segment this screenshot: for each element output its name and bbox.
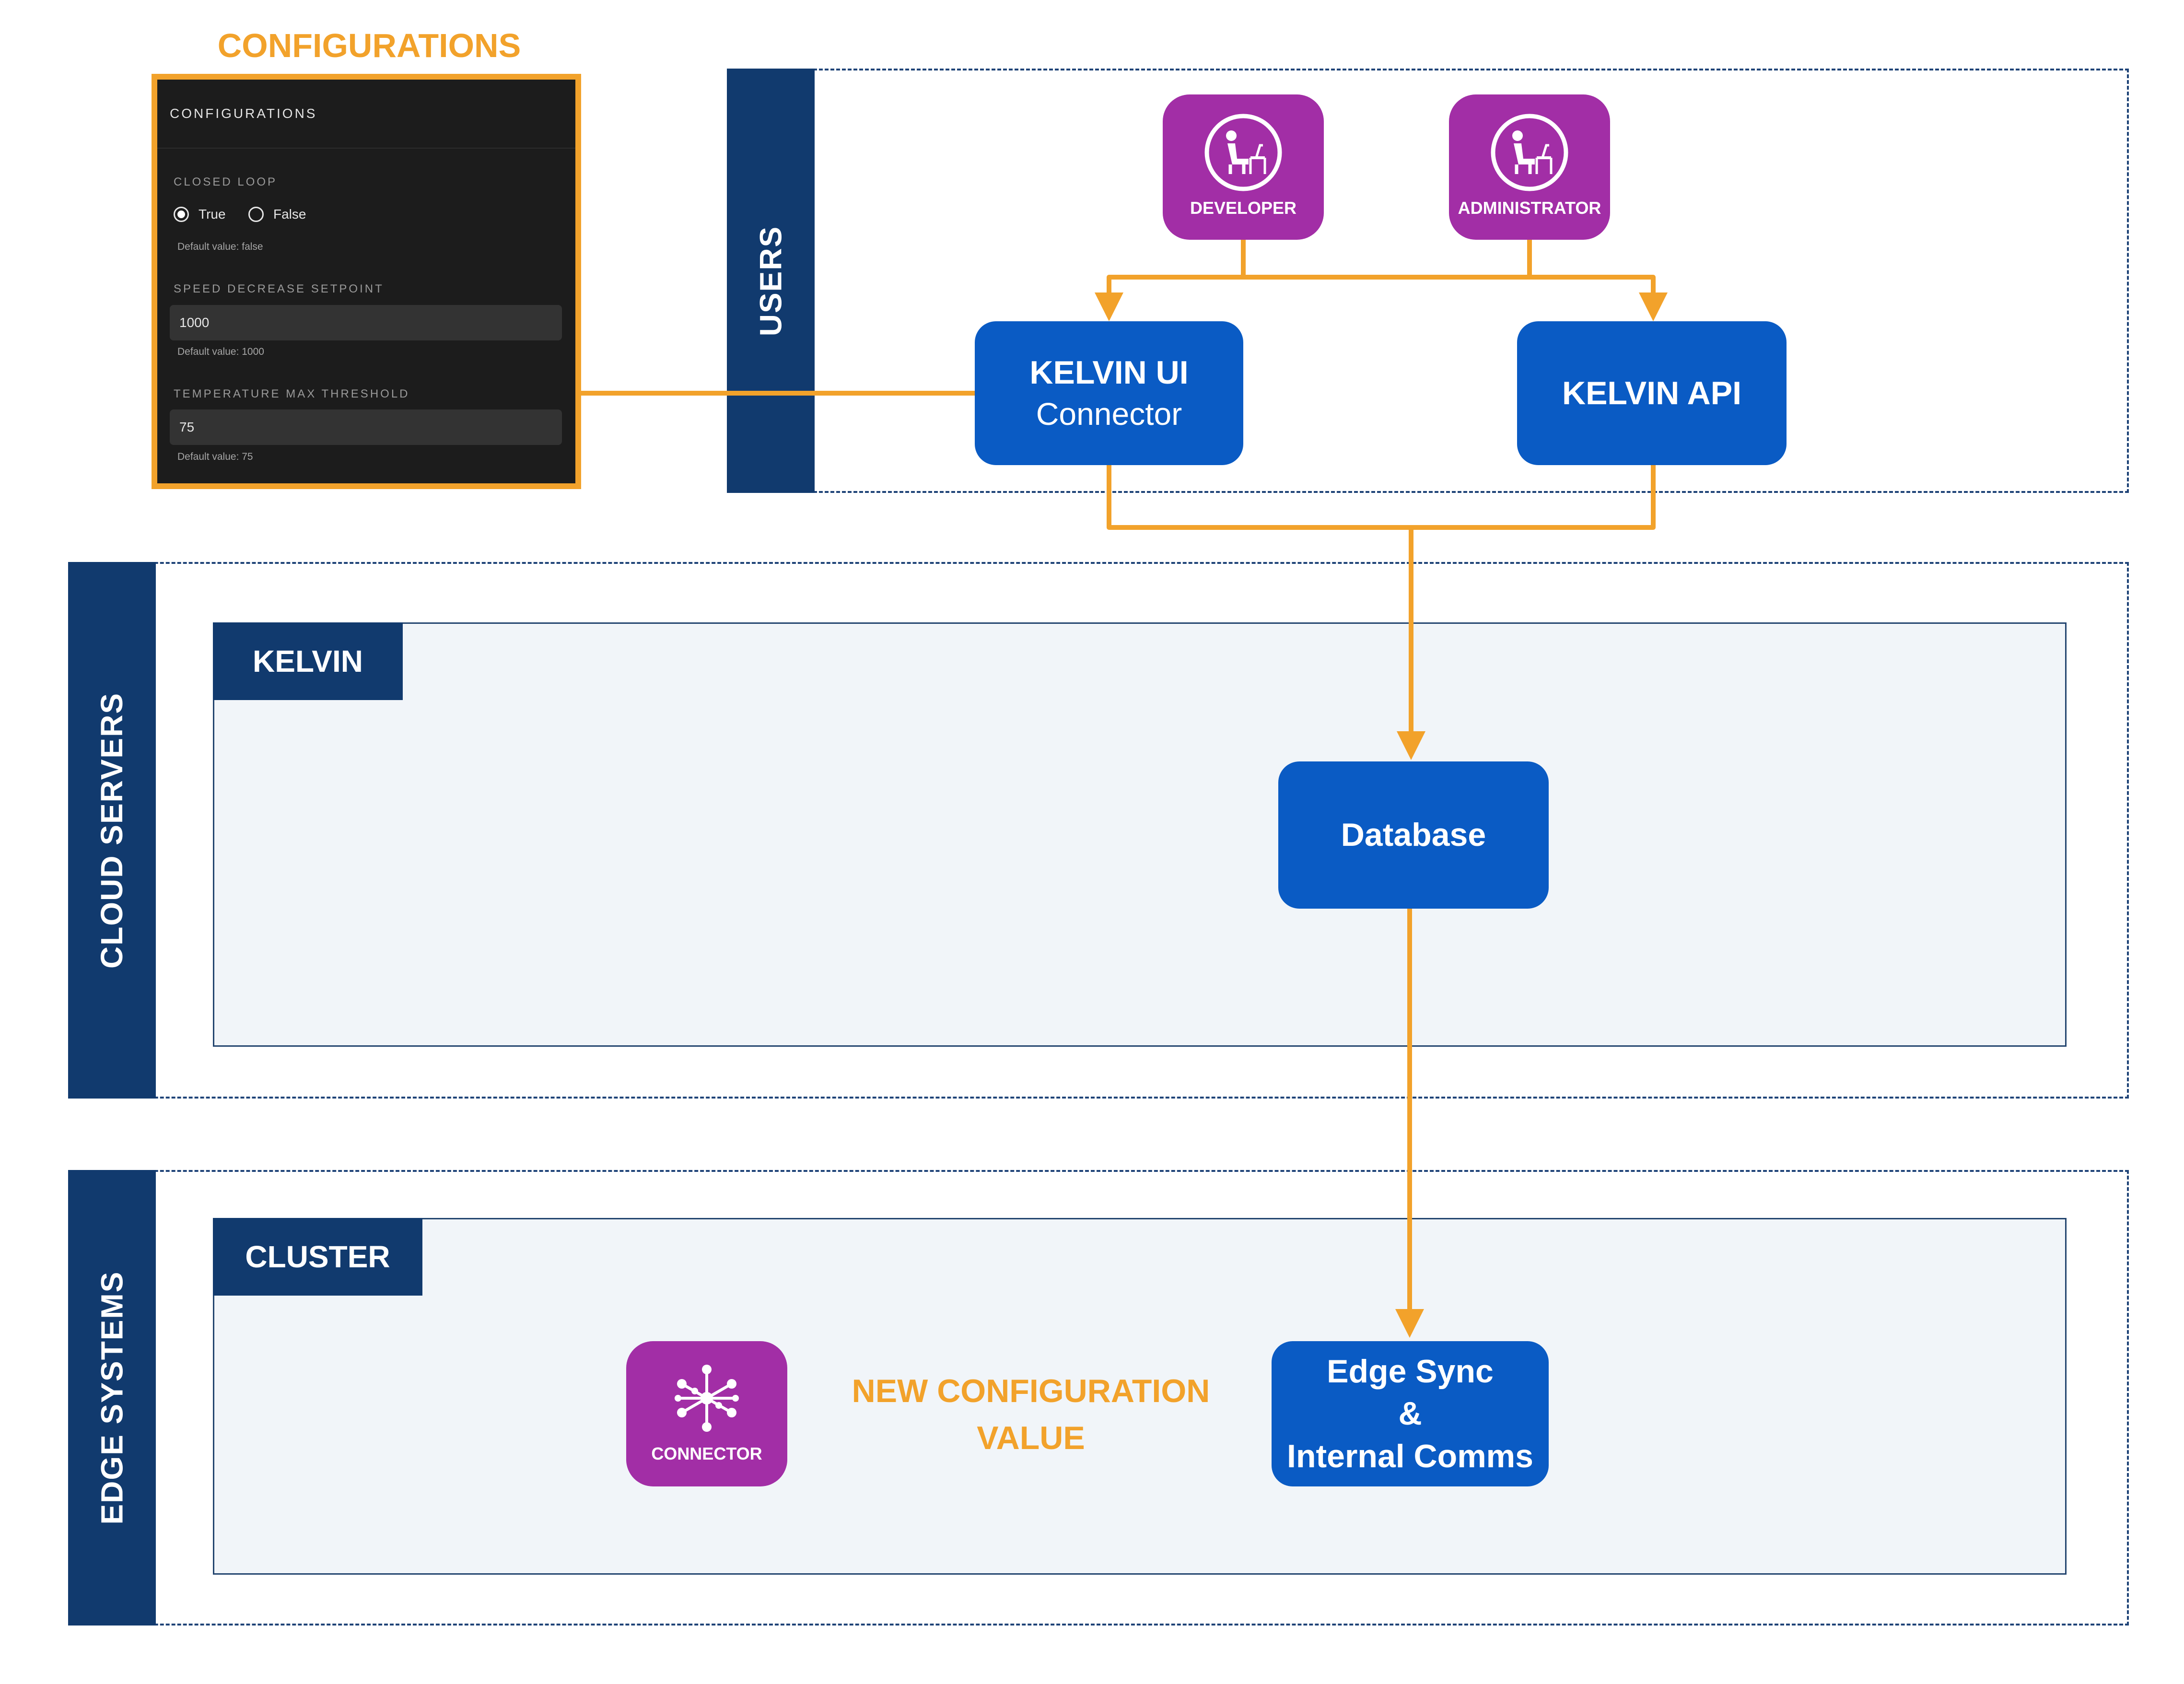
- speed-decrease-label: SPEED DECREASE SETPOINT: [174, 282, 384, 295]
- config-panel-title: CONFIGURATIONS: [170, 106, 317, 121]
- kelvin-ui-title: KELVIN UI: [1029, 354, 1189, 391]
- connector-label: CONNECTOR: [651, 1444, 762, 1463]
- radio-true[interactable]: True: [174, 207, 226, 222]
- configurations-heading: CONFIGURATIONS: [217, 27, 521, 64]
- database-title: Database: [1341, 817, 1486, 854]
- users-to-api-line: [1243, 275, 1668, 321]
- kelvin-tag: KELVIN: [213, 622, 403, 700]
- configurations-panel: CONFIGURATIONS CLOSED LOOP True False De…: [152, 74, 581, 489]
- user-at-computer-icon: [1204, 114, 1282, 191]
- radio-selected-icon: [174, 207, 189, 222]
- new-configuration-value-text: NEW CONFIGURATION VALUE: [825, 1368, 1237, 1462]
- administrator-tile[interactable]: ADMINISTRATOR: [1449, 94, 1610, 240]
- administrator-label: ADMINISTRATOR: [1458, 198, 1601, 218]
- user-at-computer-icon: [1491, 114, 1568, 191]
- temperature-max-input[interactable]: 75: [170, 409, 562, 445]
- users-section-label: USERS: [727, 69, 815, 493]
- kelvin-ui-connector-node[interactable]: KELVIN UI Connector: [975, 321, 1243, 465]
- developer-branch-line: [1095, 240, 1246, 321]
- cloud-servers-section-label: CLOUD SERVERS: [68, 562, 156, 1099]
- cluster-tag: CLUSTER: [213, 1218, 422, 1296]
- edge-systems-section-label: EDGE SYSTEMS: [68, 1170, 156, 1626]
- temperature-max-default: Default value: 75: [177, 451, 253, 462]
- new-config-line2: VALUE: [977, 1420, 1085, 1456]
- new-config-line1: NEW CONFIGURATION: [852, 1373, 1210, 1409]
- radio-false-label: False: [273, 207, 306, 222]
- ui-to-db-line: [1107, 465, 1656, 530]
- kelvin-area: [213, 622, 2067, 1047]
- kelvin-api-node[interactable]: KELVIN API: [1517, 321, 1787, 465]
- edge-sync-line2: &: [1398, 1395, 1422, 1432]
- kelvin-ui-subtitle: Connector: [1036, 396, 1182, 432]
- temperature-max-label: TEMPERATURE MAX THRESHOLD: [174, 387, 410, 400]
- radio-true-label: True: [199, 207, 226, 222]
- closed-loop-default: Default value: false: [177, 241, 263, 252]
- config-panel-divider: [157, 148, 575, 149]
- developer-label: DEVELOPER: [1190, 198, 1297, 218]
- edge-sync-node[interactable]: Edge Sync & Internal Comms: [1272, 1341, 1549, 1486]
- radio-false[interactable]: False: [248, 207, 306, 222]
- connector-tile[interactable]: CONNECTOR: [626, 1341, 787, 1486]
- database-node[interactable]: Database: [1278, 761, 1549, 909]
- radio-unselected-icon: [248, 207, 264, 222]
- developer-tile[interactable]: DEVELOPER: [1163, 94, 1324, 240]
- edge-sync-line3: Internal Comms: [1287, 1438, 1533, 1474]
- edge-sync-line1: Edge Sync: [1327, 1353, 1494, 1390]
- speed-decrease-default: Default value: 1000: [177, 346, 264, 357]
- network-hub-icon: [675, 1365, 739, 1432]
- kelvin-api-title: KELVIN API: [1562, 374, 1742, 411]
- closed-loop-label: CLOSED LOOP: [174, 175, 278, 188]
- cluster-area: [213, 1218, 2067, 1575]
- speed-decrease-input[interactable]: 1000: [170, 305, 562, 340]
